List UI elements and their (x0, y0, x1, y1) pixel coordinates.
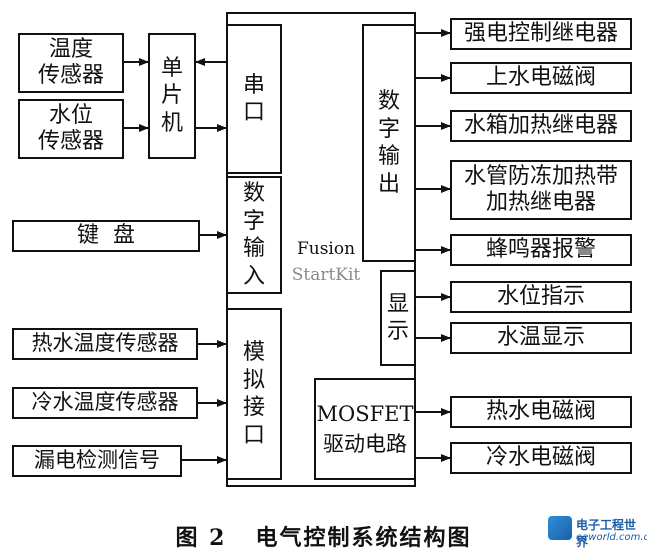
mosfet-driver-block: MOSFET 驱动电路 (314, 378, 416, 480)
watermark-en-text: eeworld.com.cn (576, 532, 647, 543)
hot-water-valve-block: 热水电磁阀 (450, 396, 632, 428)
watermark-cn-text: 电子工程世界 (576, 518, 637, 549)
power-relay-block: 强电控制继电器 (450, 18, 632, 50)
digital-input-block: 数 字 输 入 (226, 176, 282, 294)
keyboard-block: 键 盘 (12, 220, 200, 252)
hot-water-temp-sensor-block: 热水温度传感器 (12, 328, 198, 360)
pipe-heating-relay-block: 水管防冻加热带 加热继电器 (450, 160, 632, 220)
digital-output-block: 数 字 输 出 (362, 24, 416, 262)
figure-caption: 图 2 电气控制系统结构图 (175, 525, 472, 551)
inlet-valve-block: 上水电磁阀 (450, 62, 632, 94)
eeworld-logo-icon (548, 516, 572, 540)
water-level-indicator-block: 水位指示 (450, 281, 632, 313)
temperature-sensor-block: 温度 传感器 (18, 33, 124, 93)
mcu-block: 单 片 机 (148, 33, 196, 159)
water-level-sensor-block: 水位 传感器 (18, 99, 124, 159)
cold-water-valve-block: 冷水电磁阀 (450, 442, 632, 474)
analog-interface-block: 模 拟 接 口 (226, 308, 282, 480)
core-board-label: Fusion StartKit (286, 236, 366, 289)
core-board-label-line2: StartKit (291, 265, 361, 286)
eeworld-watermark: 电子工程世界 eeworld.com.cn (548, 512, 647, 552)
core-board-label-line1: Fusion (296, 239, 356, 259)
serial-port-block: 串 口 (226, 24, 282, 174)
water-temp-display-block: 水温显示 (450, 322, 632, 354)
buzzer-alarm-block: 蜂鸣器报警 (450, 234, 632, 266)
leakage-signal-block: 漏电检测信号 (12, 445, 182, 477)
cold-water-temp-sensor-block: 冷水温度传感器 (12, 387, 198, 419)
tank-heating-relay-block: 水箱加热继电器 (450, 110, 632, 142)
display-block: 显 示 (380, 270, 416, 366)
